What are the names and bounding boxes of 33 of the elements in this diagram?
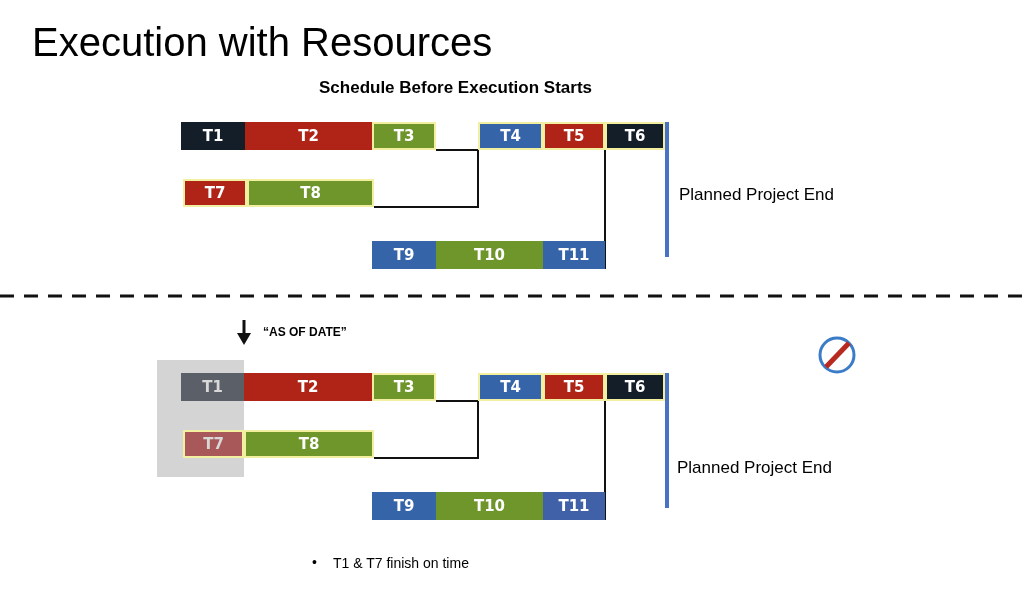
slide-title: Execution with Resources xyxy=(32,20,493,65)
task-bar: T6 xyxy=(605,122,665,150)
task-bar: T9 xyxy=(372,241,436,269)
dependency-line xyxy=(373,149,479,208)
task-bar: T3 xyxy=(372,373,436,401)
task-bar: T7 xyxy=(183,430,244,458)
dependency-line xyxy=(435,400,479,402)
milestone-label: Planned Project End xyxy=(677,458,832,478)
task-bar: T5 xyxy=(543,122,605,150)
task-bar: T1 xyxy=(181,373,244,401)
task-bar: T10 xyxy=(436,492,543,520)
task-bar: T7 xyxy=(183,179,247,207)
section-heading: Schedule Before Execution Starts xyxy=(319,78,593,98)
task-bar: T8 xyxy=(247,179,374,207)
task-bar: T6 xyxy=(605,373,665,401)
task-bar: T11 xyxy=(543,492,605,520)
task-bar: T4 xyxy=(478,122,543,150)
task-bar: T9 xyxy=(372,492,436,520)
bullet-mark: • xyxy=(312,554,317,570)
task-bar: T4 xyxy=(478,373,543,401)
milestone-label: Planned Project End xyxy=(679,185,834,205)
dependency-line xyxy=(373,400,479,459)
task-bar: T10 xyxy=(436,241,543,269)
task-bar: T2 xyxy=(244,373,372,401)
bullet-note: T1 & T7 finish on time xyxy=(333,555,469,571)
task-bar: T11 xyxy=(543,241,605,269)
task-bar: T2 xyxy=(245,122,372,150)
task-bar: T5 xyxy=(543,373,605,401)
dependency-line xyxy=(435,149,479,151)
task-bar: T1 xyxy=(181,122,245,150)
task-bar: T8 xyxy=(244,430,374,458)
date-marker-label: “AS OF DATE” xyxy=(263,325,347,339)
task-bar: T3 xyxy=(372,122,436,150)
